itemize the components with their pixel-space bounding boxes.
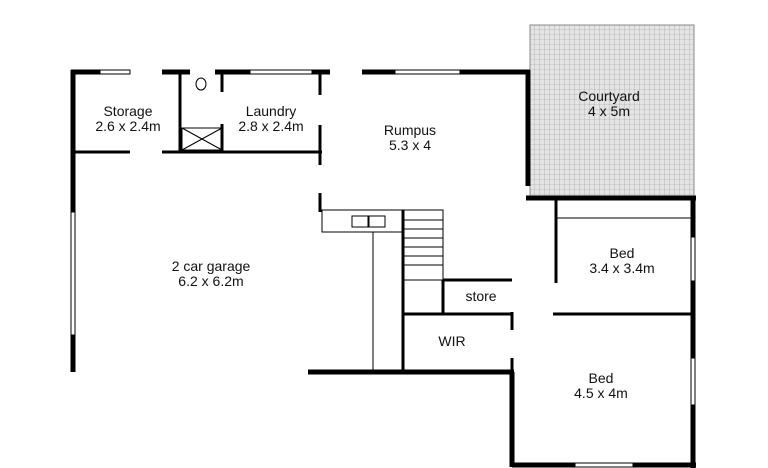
walls: [70, 69, 696, 468]
room-size: 3.4 x 3.4m: [589, 260, 655, 276]
room-label-store: store: [465, 289, 496, 304]
room-name: Bed: [588, 370, 614, 386]
room-size: 5.3 x 4: [388, 137, 432, 153]
room-size: 2.6 x 2.4m: [95, 118, 161, 134]
windows: [70, 69, 696, 468]
interior-walls: [73, 72, 693, 372]
toilet-icon: [195, 77, 207, 91]
room-size: 4.5 x 4m: [574, 385, 628, 401]
room-name: Laundry: [245, 103, 297, 119]
room-label-wir: WIR: [438, 334, 465, 349]
courtyard-paving: [529, 24, 695, 198]
room-name: Storage: [103, 103, 153, 119]
room-name: WIR: [438, 333, 466, 349]
room-name: Bed: [609, 245, 635, 261]
room-size: 4 x 5m: [587, 103, 630, 119]
room-name: 2 car garage: [171, 258, 251, 274]
room-size: 2.8 x 2.4m: [238, 118, 304, 134]
room-name: Rumpus: [383, 122, 437, 138]
room-name: Courtyard: [578, 88, 640, 104]
room-size: 6.2 x 6.2m: [178, 273, 244, 289]
fixtures: [181, 77, 692, 372]
room-name: store: [465, 288, 497, 304]
